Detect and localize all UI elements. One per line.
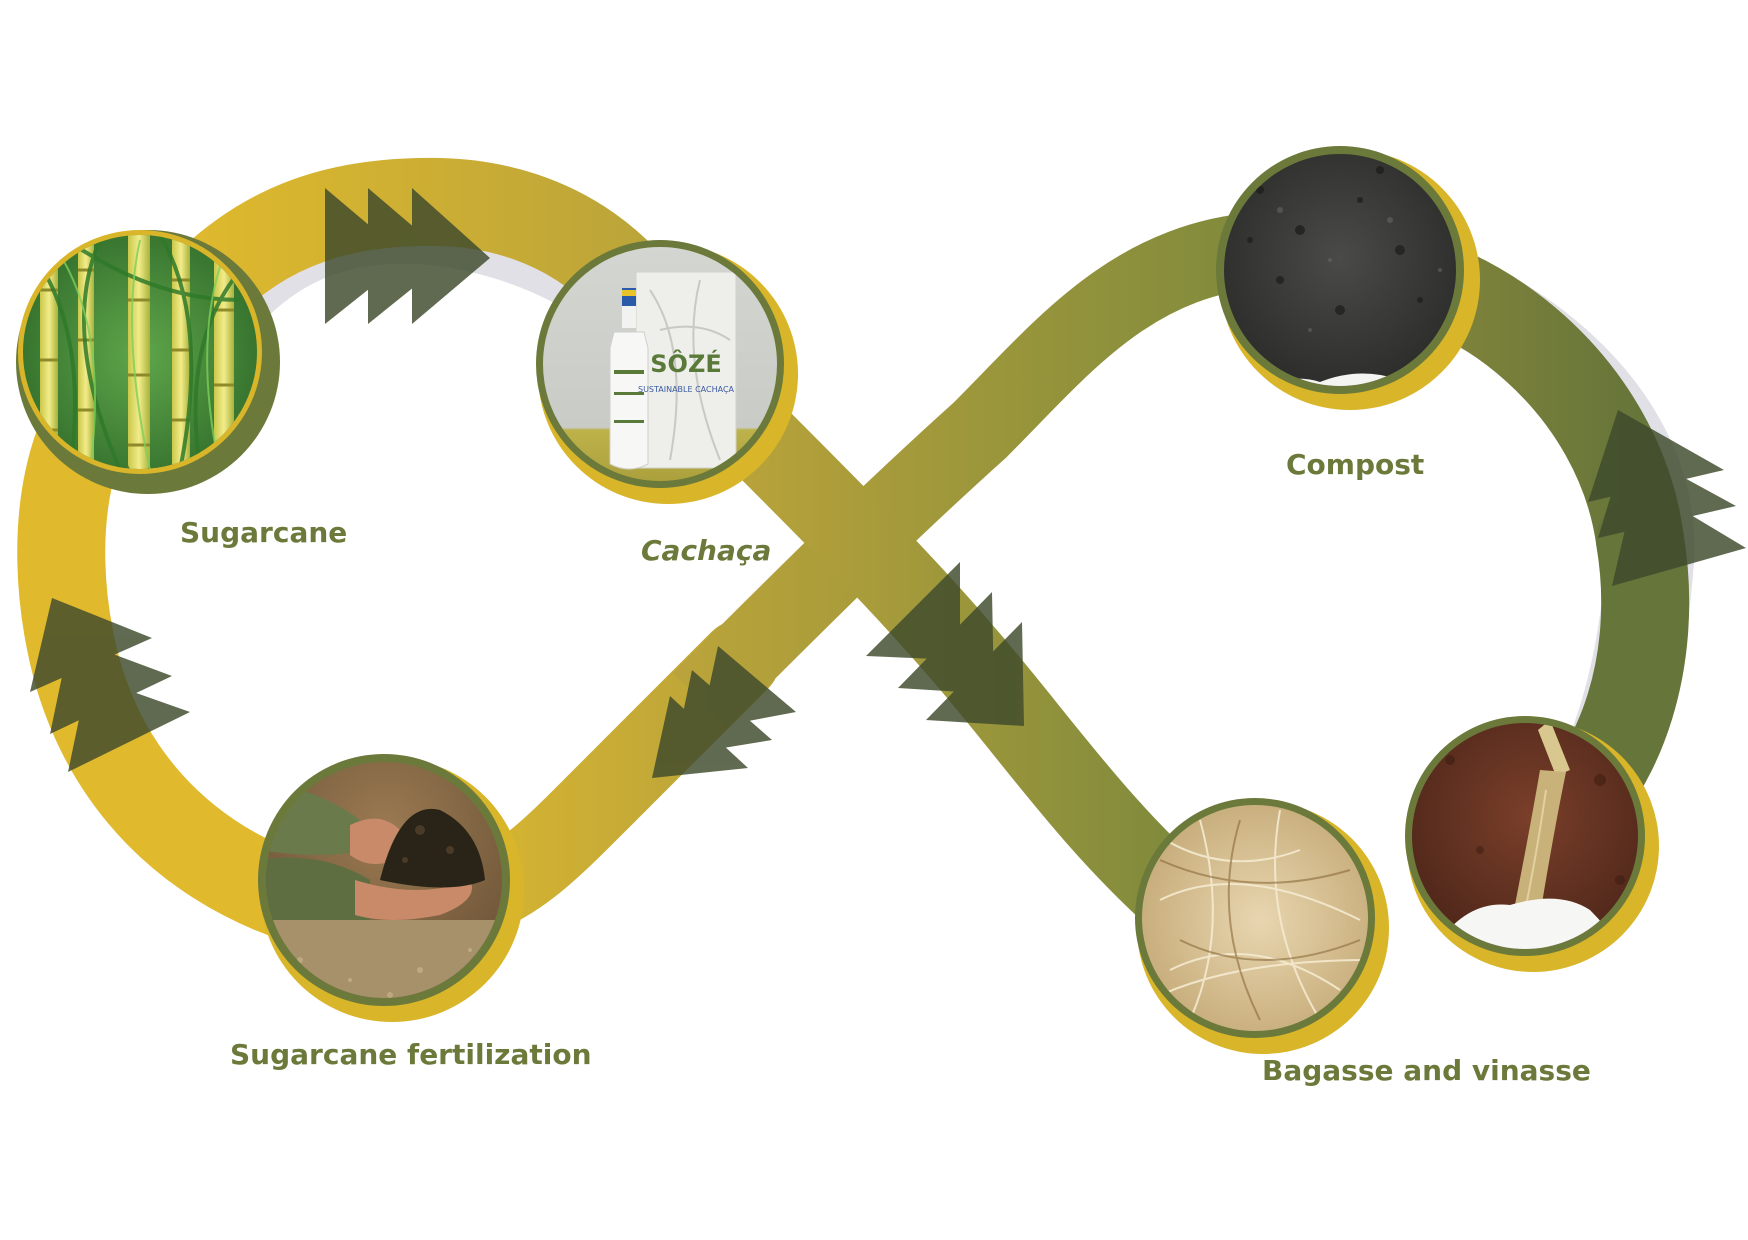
node-sugarcane-image	[16, 230, 280, 494]
node-vinasse-image	[1405, 716, 1659, 972]
arrow-marker	[926, 622, 1024, 726]
node-bagasse-image	[1135, 798, 1389, 1054]
arrows-left-side	[30, 598, 190, 772]
band-cross-rising	[673, 212, 1264, 727]
arrows-right-side	[1588, 410, 1746, 586]
arrow-marker	[325, 188, 408, 324]
arrow-marker	[652, 696, 748, 778]
label-bagasse-vinasse: Bagasse and vinasse	[1262, 1054, 1591, 1087]
arrows-top-left	[325, 188, 490, 324]
product-brand: SÔZÉ	[650, 348, 721, 378]
node-cachaca-image: SÔZÉ SUSTAINABLE CACHAÇA	[536, 240, 798, 504]
arrow-marker	[30, 598, 152, 692]
arrows-cross-falling	[866, 562, 1024, 726]
label-fertilization: Sugarcane fertilization	[230, 1038, 592, 1071]
node-fertilization-image	[258, 754, 524, 1022]
arrow-marker	[866, 562, 960, 660]
label-sugarcane: Sugarcane	[180, 516, 348, 549]
arrow-marker	[68, 676, 190, 772]
product-tagline: SUSTAINABLE CACHAÇA	[638, 385, 735, 394]
label-cachaca: Cachaça	[641, 534, 772, 567]
arrow-marker	[412, 188, 490, 324]
arrows-cross-rising	[652, 646, 796, 778]
arrow-marker	[1612, 482, 1746, 586]
label-compost: Compost	[1286, 448, 1425, 481]
arrow-marker	[898, 592, 994, 694]
arrow-marker	[368, 188, 450, 324]
node-compost-image	[1216, 146, 1480, 410]
